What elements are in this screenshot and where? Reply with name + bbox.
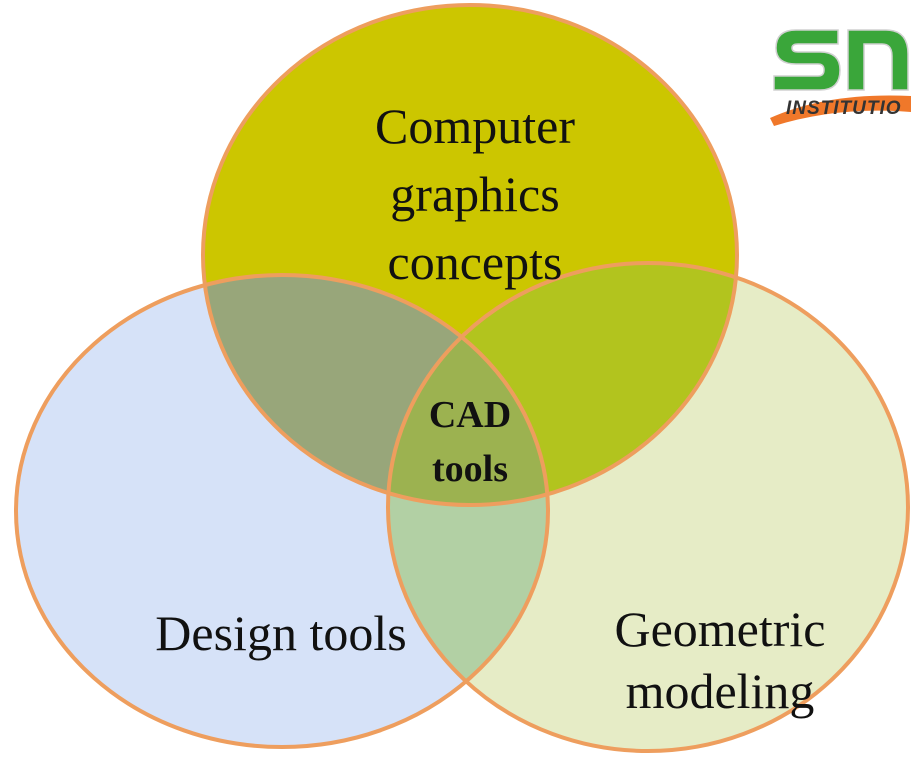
circle-outlines bbox=[14, 3, 910, 753]
label-line: Computer bbox=[375, 98, 575, 154]
label-line: Design tools bbox=[155, 605, 407, 661]
cad-tools-label: CAD tools bbox=[400, 388, 540, 496]
graphics-design-overlap bbox=[203, 275, 548, 505]
label-line: concepts bbox=[387, 234, 563, 290]
label-line: Geometric bbox=[614, 601, 826, 657]
logo-wordmark: INSTITUTIO bbox=[786, 98, 902, 119]
label-line: modeling bbox=[625, 663, 815, 719]
sn-logo-mark bbox=[770, 29, 911, 126]
design-tools-label: Design tools bbox=[146, 606, 416, 661]
graphics-geometric-overlap bbox=[388, 263, 737, 505]
geometric-modeling-label: Geometric modeling bbox=[570, 598, 870, 722]
label-line: graphics bbox=[390, 166, 560, 222]
computer-graphics-label: Computer graphics concepts bbox=[330, 92, 620, 296]
label-line: CAD bbox=[428, 394, 512, 436]
label-line: tools bbox=[432, 448, 508, 490]
institution-logo: INSTITUTIO bbox=[768, 22, 911, 132]
